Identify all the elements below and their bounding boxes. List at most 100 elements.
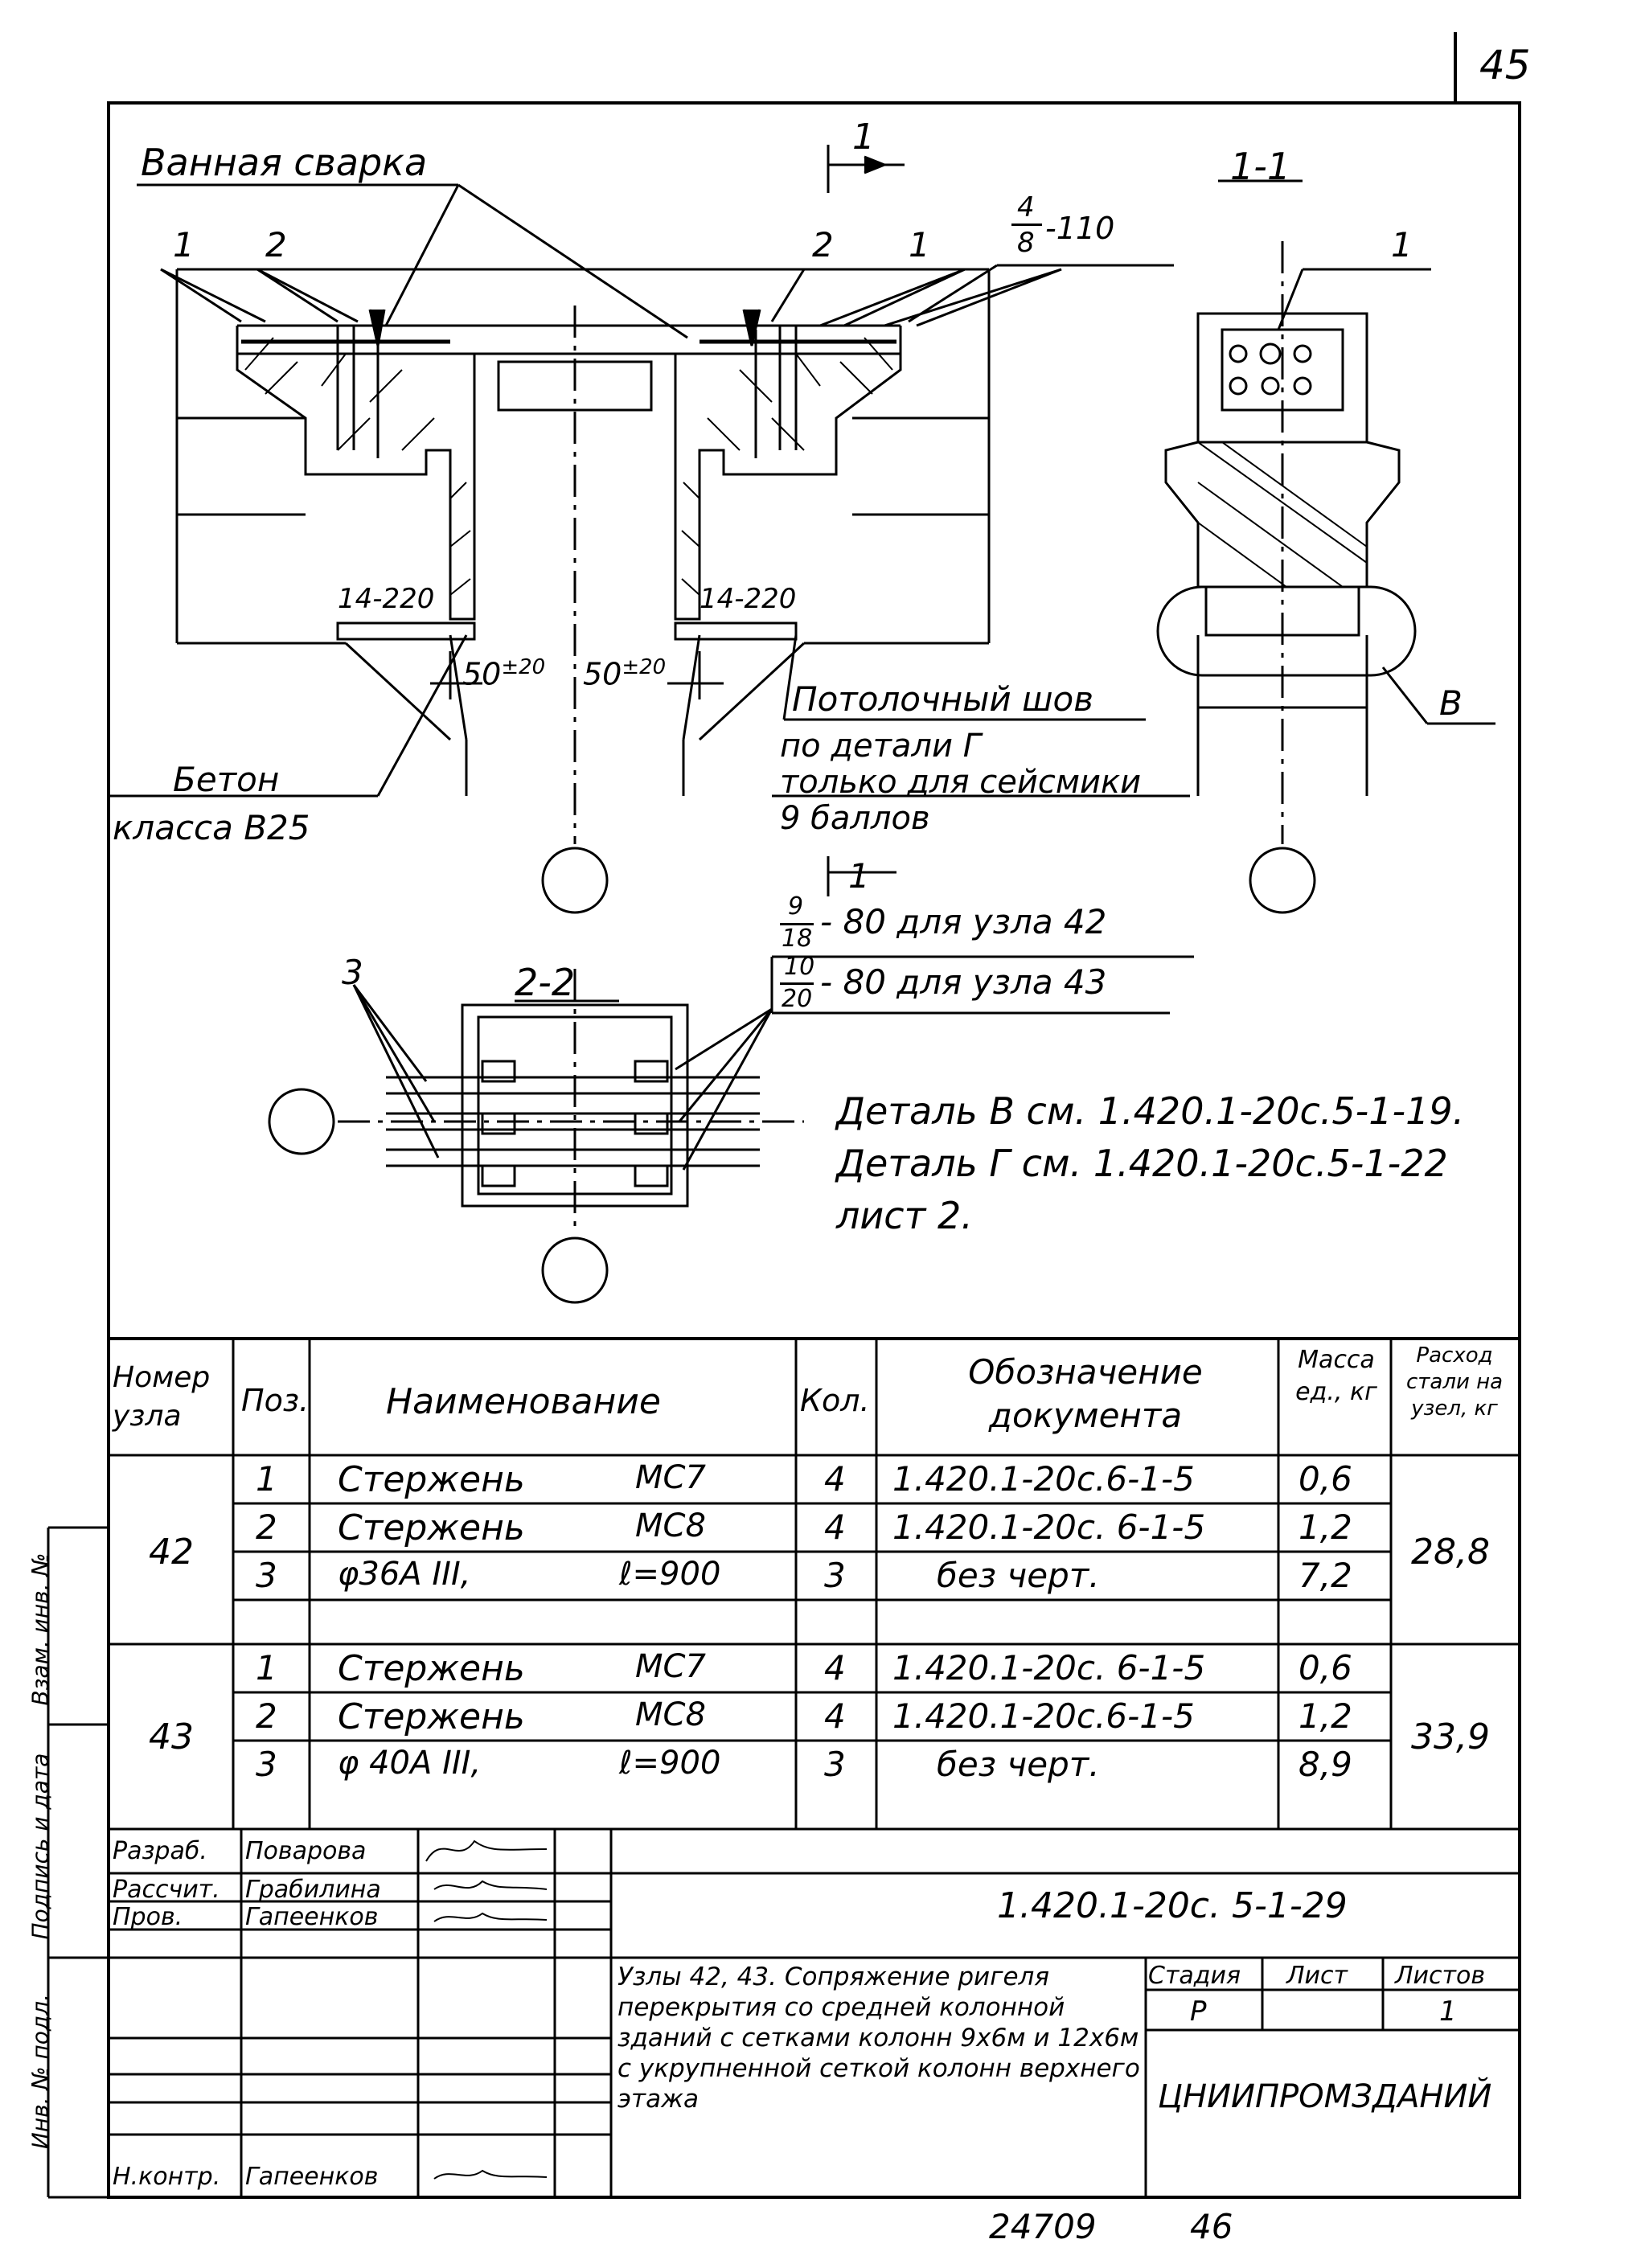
- fraction-1-num: 9: [788, 892, 804, 921]
- table-cell-mark: МС7: [635, 1459, 706, 1496]
- role-checked: Пров.: [113, 1903, 183, 1931]
- table-cell-mark: МС7: [635, 1648, 706, 1685]
- table-cell-pos: 2: [256, 1696, 277, 1736]
- table-cell-mass: 1,2: [1299, 1507, 1352, 1547]
- header-qty: Кол.: [800, 1383, 870, 1418]
- table-cell-mass: 0,6: [1299, 1648, 1352, 1688]
- gap-left: 50±20: [462, 655, 546, 692]
- fraction-1-den: 18: [782, 925, 813, 953]
- table-cell-qty: 4: [824, 1648, 846, 1688]
- rebar-note-den: 8: [1017, 227, 1035, 259]
- note-detail: по детали Г: [780, 728, 981, 765]
- table-cell-doc: 1.420.1-20с. 6-1-5: [892, 1507, 1206, 1547]
- table-cell-mass: 8,9: [1299, 1745, 1352, 1784]
- side-stamp-inventory: Инв. № подл.: [27, 1993, 54, 2150]
- node-number: 42: [149, 1532, 194, 1573]
- table-cell-doc: 1.420.1-20с.6-1-5: [892, 1459, 1195, 1499]
- pos-label: 1: [909, 225, 930, 265]
- table-cell-qty: 3: [824, 1556, 846, 1595]
- dim-left: 14-220: [338, 583, 435, 615]
- table-cell-mass: 0,6: [1299, 1459, 1352, 1499]
- document-designation: 1.420.1-20с. 5-1-29: [997, 1885, 1348, 1926]
- table-cell-pos: 3: [256, 1745, 277, 1784]
- header-pos: Поз.: [241, 1383, 310, 1418]
- node-number: 43: [149, 1716, 194, 1757]
- footer-page: 46: [1190, 2207, 1233, 2246]
- concrete-class-label: класса В25: [113, 808, 310, 847]
- side-stamp-replacement: Взам. инв. №: [27, 1552, 54, 1706]
- sheet-label: Лист: [1286, 1962, 1348, 1990]
- name-checked: Гапеенков: [245, 1903, 379, 1931]
- table-cell-mark: МС8: [635, 1696, 706, 1733]
- table-cell-mass: 7,2: [1299, 1556, 1352, 1595]
- footer-code: 24709: [989, 2207, 1097, 2246]
- fraction-1-text: - 80 для узла 42: [820, 902, 1107, 941]
- header-doc: Обозначение документа: [968, 1352, 1203, 1435]
- header-steel: Расход стали на узел, кг: [1405, 1343, 1504, 1421]
- detail-b-label: В: [1439, 683, 1463, 723]
- document-title: Узлы 42, 43. Сопряжение ригеля перекрыти…: [617, 1962, 1140, 2114]
- reference-sheet: лист 2.: [836, 1194, 973, 1237]
- table-cell-qty: 3: [824, 1745, 846, 1784]
- section-2-2-title: 2-2: [515, 961, 576, 1004]
- table-cell-name: φ 40А III,: [338, 1745, 482, 1782]
- pos-label: 1: [173, 225, 195, 265]
- elevation-view: [109, 145, 1190, 914]
- sheets-value: 1: [1439, 1995, 1457, 2028]
- label-welding: Ванная сварка: [141, 141, 428, 184]
- rebar-note-tail: -110: [1045, 211, 1115, 246]
- table-cell-name: Стержень: [338, 1648, 525, 1689]
- pos-label: 2: [812, 225, 834, 265]
- section-2-2-view: [268, 969, 804, 1304]
- fraction-2-den: 20: [782, 985, 813, 1013]
- section-1-1-title: 1-1: [1230, 145, 1291, 188]
- header-node: Номер узла: [113, 1361, 211, 1433]
- node-steel-total: 33,9: [1411, 1716, 1490, 1757]
- reference-detail-b: Деталь В см. 1.420.1-20с.5-1-19.: [836, 1089, 1465, 1133]
- name-developer: Поварова: [245, 1837, 367, 1865]
- table-cell-doc: 1.420.1-20с.6-1-5: [892, 1696, 1195, 1736]
- table-cell-name: φ36А III,: [338, 1556, 471, 1593]
- spec-table-grid: [47, 1339, 1520, 2199]
- table-cell-mark: ℓ=900: [619, 1556, 721, 1593]
- pos-label: 2: [265, 225, 287, 265]
- table-cell-qty: 4: [824, 1507, 846, 1547]
- fraction-2-text: - 80 для узла 43: [820, 962, 1107, 1002]
- table-cell-doc: без черт.: [937, 1556, 1100, 1595]
- concrete-label: Бетон: [173, 760, 280, 799]
- table-cell-pos: 1: [256, 1459, 277, 1499]
- section-mark-top: 1: [852, 117, 875, 158]
- table-cell-pos: 3: [256, 1556, 277, 1595]
- table-cell-pos: 2: [256, 1507, 277, 1547]
- side-stamp-signature: Подпись и дата: [27, 1753, 54, 1940]
- stage-label: Стадия: [1148, 1962, 1241, 1990]
- table-cell-mark: ℓ=900: [619, 1745, 721, 1782]
- sheets-label: Листов: [1395, 1962, 1486, 1990]
- stage-value: Р: [1190, 1995, 1207, 2028]
- pos-label: 3: [342, 953, 363, 992]
- role-calculated: Рассчит.: [113, 1876, 220, 1904]
- node-steel-total: 28,8: [1411, 1532, 1490, 1573]
- reference-detail-g: Деталь Г см. 1.420.1-20с.5-1-22: [836, 1142, 1448, 1185]
- dim-right: 14-220: [700, 583, 797, 615]
- ceiling-weld-label: Потолочный шов: [792, 679, 1093, 719]
- role-developer: Разраб.: [113, 1837, 207, 1865]
- section-marker-lower: [770, 856, 1194, 1015]
- note-seismic: только для сейсмики: [780, 764, 1142, 801]
- page-number: 45: [1479, 42, 1531, 88]
- table-cell-name: Стержень: [338, 1459, 525, 1500]
- table-cell-mark: МС8: [635, 1507, 706, 1544]
- section-mark-bottom: 1: [848, 856, 870, 896]
- pos-label: 1: [1391, 225, 1413, 265]
- rebar-note-num: 4: [1017, 191, 1035, 224]
- name-norm-control: Гапеенков: [245, 2163, 379, 2191]
- table-cell-qty: 4: [824, 1459, 846, 1499]
- gap-right: 50±20: [583, 655, 667, 692]
- table-cell-pos: 1: [256, 1648, 277, 1688]
- table-cell-mass: 1,2: [1299, 1696, 1352, 1736]
- table-cell-name: Стержень: [338, 1507, 525, 1548]
- section-1-1-view: [1156, 179, 1495, 914]
- table-cell-qty: 4: [824, 1696, 846, 1736]
- table-cell-name: Стержень: [338, 1696, 525, 1737]
